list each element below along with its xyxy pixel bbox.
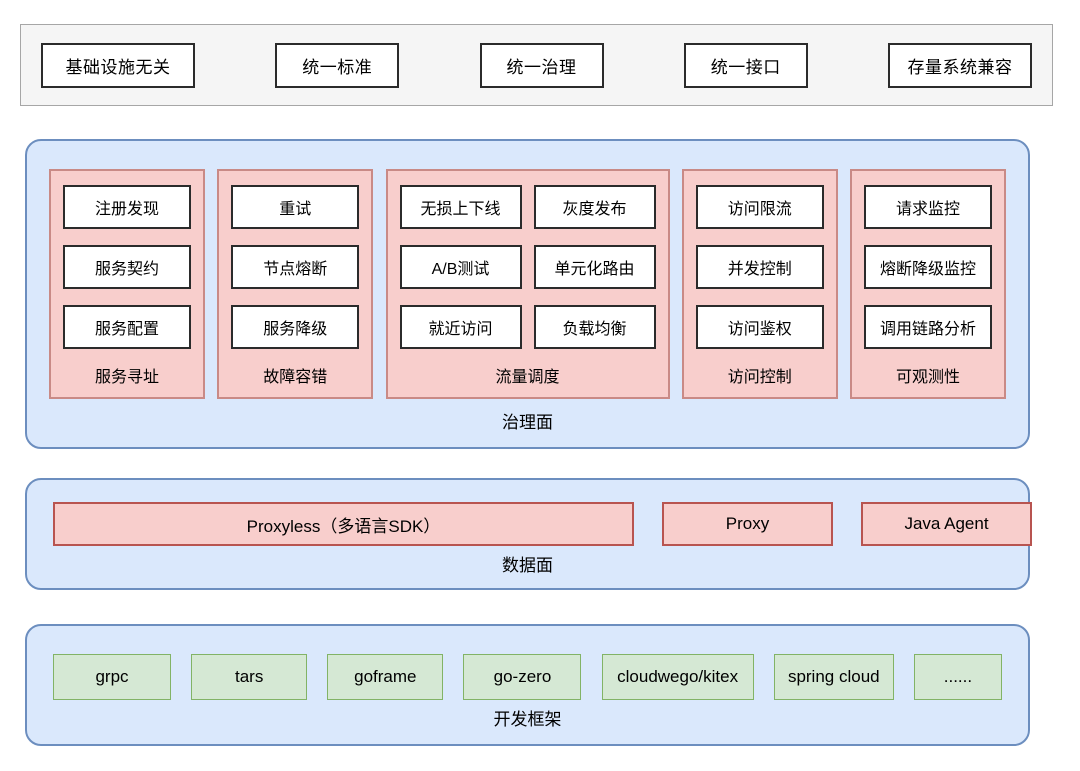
governance-capability-box[interactable]: 服务降级 [231,305,360,349]
governance-plane-label: 治理面 [502,413,553,432]
governance-group-label: 故障容错 [263,369,328,386]
principle-box[interactable]: 存量系统兼容 [888,42,1032,88]
governance-group-column: 访问限流并发控制访问鉴权 [695,185,824,349]
governance-group-column: 请求监控熔断降级监控调用链路分析 [864,185,992,349]
framework-item[interactable]: goframe [327,654,444,700]
framework-plane-label: 开发框架 [493,710,562,729]
governance-capability-box[interactable]: 访问鉴权 [695,305,824,349]
governance-group-columns: 注册发现服务契约服务配置 [63,185,191,349]
principle-box[interactable]: 统一接口 [683,42,808,88]
data-plane: Proxyless（多语言SDK） Proxy Java Agent 数据面 [25,478,1032,590]
governance-capability-box[interactable]: 熔断降级监控 [864,245,992,289]
framework-item[interactable]: ...... [913,654,1002,700]
governance-capability-box[interactable]: 节点熔断 [231,245,360,289]
governance-group-label: 服务寻址 [94,369,159,386]
governance-group-columns: 请求监控熔断降级监控调用链路分析 [864,185,992,349]
principles-panel: 基础设施无关 统一标准 统一治理 统一接口 存量系统兼容 [20,24,1053,106]
framework-plane: grpc tars goframe go-zero cloudwego/kitex spr… [25,624,1030,746]
governance-group: 注册发现服务契约服务配置服务寻址 [49,169,205,399]
governance-capability-box[interactable]: 调用链路分析 [864,305,992,349]
governance-group-column: 无损上下线 A/B测试就近访问 [399,185,522,349]
governance-group-label: 流量调度 [495,369,560,386]
data-plane-item-proxy[interactable]: Proxy [662,502,833,546]
governance-group-label: 可观测性 [895,369,960,386]
governance-group-columns: 访问限流并发控制访问鉴权 [695,185,824,349]
governance-group-column: 重试节点熔断服务降级 [231,185,360,349]
governance-capability-box[interactable]: 无损上下线 [399,185,522,229]
governance-group-column: 灰度发布单元化路由负载均衡 [533,185,656,349]
governance-capability-box[interactable]: 服务配置 [63,305,191,349]
principle-box[interactable]: 基础设施无关 [41,42,195,88]
governance-group-column: 注册发现服务契约服务配置 [63,185,191,349]
governance-group: 重试节点熔断服务降级故障容错 [217,169,374,399]
framework-item[interactable]: grpc [53,654,171,700]
principle-box[interactable]: 统一标准 [275,42,400,88]
framework-item[interactable]: tars [191,654,308,700]
governance-capability-box[interactable]: 注册发现 [63,185,191,229]
governance-capability-box[interactable]: 单元化路由 [533,245,656,289]
governance-group-columns: 重试节点熔断服务降级 [231,185,360,349]
principle-box[interactable]: 统一治理 [479,42,604,88]
governance-group: 请求监控熔断降级监控调用链路分析可观测性 [850,169,1006,399]
governance-capability-box[interactable]: 并发控制 [695,245,824,289]
framework-item[interactable]: spring cloud [773,654,894,700]
framework-item[interactable]: go-zero [463,654,582,700]
governance-capability-box[interactable]: A/B测试 [399,245,522,289]
framework-item[interactable]: cloudwego/kitex [601,654,754,700]
data-plane-row: Proxyless（多语言SDK） Proxy Java Agent [53,502,1032,546]
framework-item-list: grpc tars goframe go-zero cloudwego/kitex spr… [53,654,1002,700]
governance-capability-box[interactable]: 负载均衡 [533,305,656,349]
governance-capability-box[interactable]: 灰度发布 [533,185,656,229]
governance-capability-box[interactable]: 访问限流 [695,185,824,229]
governance-group-label: 访问控制 [727,369,792,386]
data-plane-label: 数据面 [502,556,553,575]
governance-group: 访问限流并发控制访问鉴权访问控制 [681,169,838,399]
data-plane-item-java-agent[interactable]: Java Agent [861,502,1032,546]
governance-capability-box[interactable]: 服务契约 [63,245,191,289]
principles-row: 基础设施无关 统一标准 统一治理 统一接口 存量系统兼容 [21,42,1052,88]
governance-capability-box[interactable]: 就近访问 [399,305,522,349]
governance-capability-box[interactable]: 请求监控 [864,185,992,229]
data-plane-item-proxyless[interactable]: Proxyless（多语言SDK） [53,502,634,546]
governance-capability-box[interactable]: 重试 [231,185,360,229]
